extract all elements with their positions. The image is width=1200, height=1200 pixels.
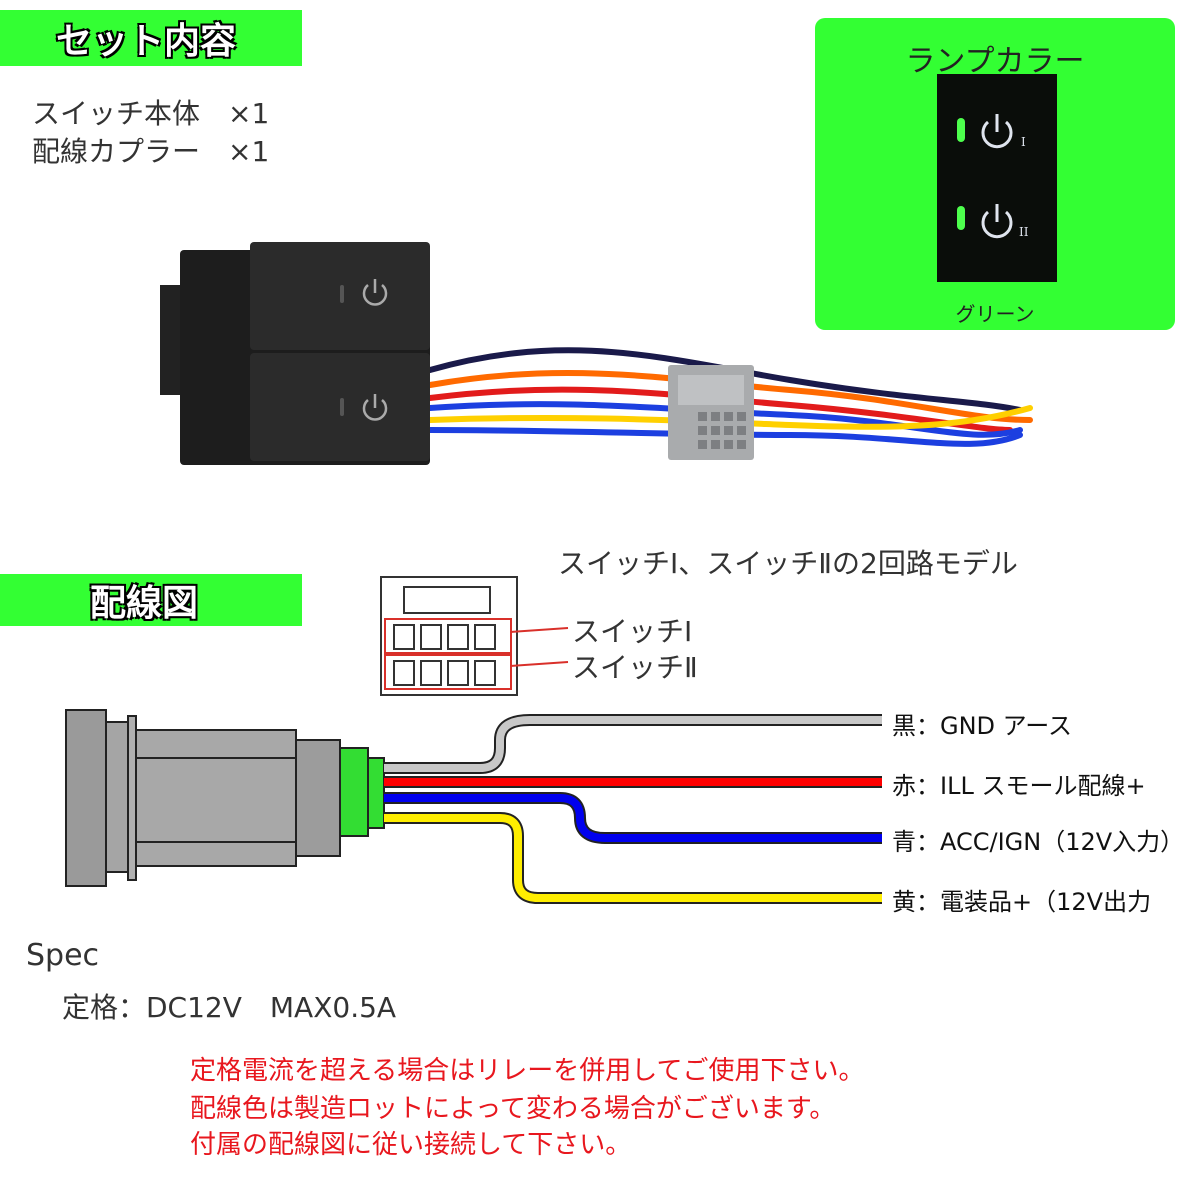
lamp-preview: I II bbox=[937, 74, 1057, 282]
power-icon bbox=[981, 114, 1013, 149]
wire-label-acc: 青：ACC/IGN（12V入力） bbox=[892, 828, 1185, 856]
lamp-color-panel: ランプカラー I II グリーン bbox=[815, 18, 1175, 330]
model-note: スイッチⅠ、スイッチⅡの2回路モデル bbox=[558, 547, 1018, 580]
note-wire-color: 配線色は製造ロットによって変わる場合がございます。 bbox=[190, 1094, 836, 1124]
contents-item-coupler: 配線カプラー ×1 bbox=[32, 135, 270, 168]
product-photo bbox=[160, 242, 1033, 465]
switch-1-outline bbox=[384, 618, 512, 654]
wiring-banner: 配線図 bbox=[0, 574, 302, 626]
wire-label-ill: 赤：ILL スモール配線+ bbox=[892, 772, 1146, 800]
power-icon bbox=[981, 204, 1013, 239]
note-relay: 定格電流を超える場合はリレーを併用してご使用下さい。 bbox=[190, 1056, 865, 1086]
wire-label-gnd: 黒：GND アース bbox=[892, 712, 1073, 740]
connector-pin-diagram bbox=[380, 576, 518, 696]
switch-mark-1: I bbox=[1021, 135, 1026, 149]
wire-black-gnd bbox=[384, 714, 882, 774]
lamp-preview-icons: I II bbox=[957, 114, 1029, 239]
switch-side-view bbox=[65, 709, 385, 887]
power-icon bbox=[362, 279, 388, 306]
connector-coupler bbox=[668, 365, 754, 460]
lamp-color-name: グリーン bbox=[955, 302, 1035, 326]
lamp-led-2 bbox=[957, 206, 965, 230]
switch-1-label: スイッチⅠ bbox=[572, 615, 693, 648]
power-icon bbox=[362, 394, 388, 421]
switch-body bbox=[160, 242, 430, 465]
wires bbox=[384, 714, 882, 904]
spec-rating: 定格：DC12V MAX0.5A bbox=[62, 991, 397, 1024]
wire-bundle bbox=[427, 347, 1033, 447]
lamp-color-title: ランプカラー bbox=[905, 44, 1085, 79]
switch-mark-2: II bbox=[1019, 225, 1029, 239]
switch-2-label: スイッチⅡ bbox=[572, 651, 698, 684]
contents-banner: セット内容 bbox=[0, 10, 302, 66]
wire-yellow-out bbox=[384, 812, 882, 904]
wiring-diagram bbox=[65, 709, 882, 904]
callout-lines bbox=[510, 627, 569, 667]
note-diagram: 付属の配線図に従い接続して下さい。 bbox=[190, 1130, 632, 1160]
contents-item-switch: スイッチ本体 ×1 bbox=[32, 97, 270, 130]
lamp-led-1 bbox=[957, 118, 965, 142]
switch-2-outline bbox=[384, 654, 512, 690]
spec-heading: Spec bbox=[26, 938, 100, 973]
wire-label-out: 黄：電装品+（12V出力 bbox=[892, 888, 1152, 916]
